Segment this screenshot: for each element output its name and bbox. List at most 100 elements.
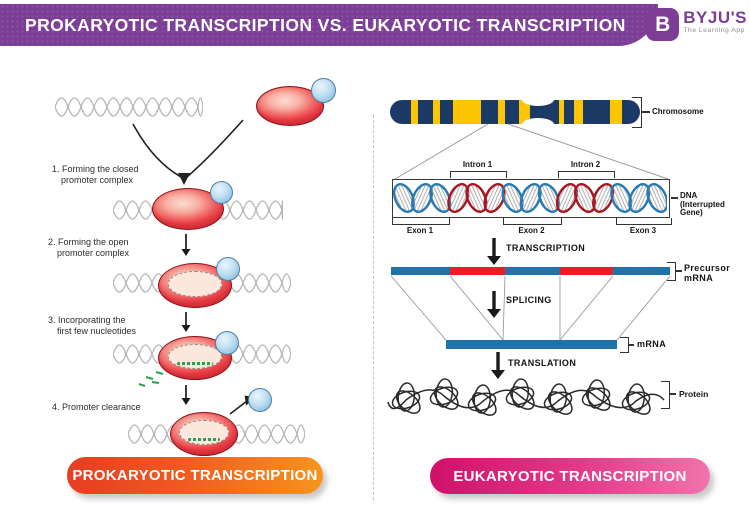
protein-tick xyxy=(669,393,676,395)
precursor-intron-segment xyxy=(560,267,613,275)
chromosome-label: Chromosome xyxy=(652,107,704,116)
chromosome-band xyxy=(518,100,531,124)
mrna-label: mRNA xyxy=(637,339,667,349)
step-3-label: 3. Incorporating the first few nucleotid… xyxy=(48,315,136,336)
step-1-label: 1. Forming the closed promoter complex xyxy=(52,164,139,185)
step-3-line1: 3. Incorporating the xyxy=(48,315,126,325)
splicing-arrow xyxy=(486,291,502,323)
dna-label: DNA (Interrupted Gene) xyxy=(680,191,725,218)
prokaryotic-banner: PROKARYOTIC TRANSCRIPTION xyxy=(67,457,323,494)
dna-tick xyxy=(671,197,678,199)
chromosome-band xyxy=(564,100,574,124)
mrna-bar xyxy=(446,340,617,349)
dna-double-helix xyxy=(392,180,669,221)
chromosome-band xyxy=(440,100,453,124)
byjus-logo-tagline: The Learning App xyxy=(683,27,745,34)
sigma-factor-step1 xyxy=(210,181,233,204)
nascent-rna-dots xyxy=(177,362,213,365)
chromosome-band xyxy=(417,100,434,124)
byjus-logo-name: BYJU'S xyxy=(683,8,747,27)
exon3-bracket xyxy=(616,218,672,225)
chromosome-band xyxy=(505,100,519,124)
step-1-line1: 1. Forming the closed xyxy=(52,164,139,174)
chromosome-band xyxy=(497,100,506,124)
step-2-line2: promoter complex xyxy=(57,247,130,258)
chromosome-tick xyxy=(641,111,650,113)
closed-complex-polymerase xyxy=(152,188,224,230)
mrna-tick xyxy=(628,344,634,346)
panel-divider xyxy=(373,115,374,500)
precursor-exon-segment xyxy=(391,267,450,275)
byjus-logo-text: BYJU'S The Learning App xyxy=(683,8,747,34)
protein-label: Protein xyxy=(679,389,709,399)
open-complex-polymerase xyxy=(158,263,232,308)
dna-helix-free xyxy=(54,96,204,123)
transcription-arrow xyxy=(486,238,502,270)
exon1-bracket xyxy=(392,218,450,225)
precursor-tick xyxy=(675,270,682,272)
chromosome-band xyxy=(452,100,482,124)
exon2-bracket xyxy=(503,218,562,225)
step-2-line1: 2. Forming the open xyxy=(48,237,129,247)
protein-bracket xyxy=(661,381,670,409)
sigma-factor-step3 xyxy=(215,331,239,355)
step-3-line2: first few nucleotides xyxy=(57,325,137,336)
chromosome-band xyxy=(583,100,611,124)
centromere-pinch-bottom xyxy=(522,118,554,124)
precursor-exon-segment xyxy=(505,267,560,275)
intron2-bracket xyxy=(558,171,615,178)
chromosome-band xyxy=(621,100,640,124)
eukaryotic-banner: EUKARYOTIC TRANSCRIPTION xyxy=(430,458,710,494)
exon1-label: Exon 1 xyxy=(406,226,434,235)
down-arrow-step4 xyxy=(180,385,192,410)
step-4-label: 4. Promoter clearance xyxy=(52,402,141,413)
transcription-bubble-step3 xyxy=(167,344,223,369)
clearing-polymerase xyxy=(170,412,238,456)
intron1-bracket xyxy=(450,171,507,178)
centromere-pinch-top xyxy=(522,100,554,106)
chromosome-zoom-lines xyxy=(394,123,669,180)
dna-label-line2: (Interrupted xyxy=(680,199,725,209)
precursor-intron-segment xyxy=(450,267,505,275)
free-nucleotides-icon xyxy=(138,371,164,387)
chromosome-bracket xyxy=(632,97,642,128)
converging-arrows xyxy=(132,119,244,185)
chromosome xyxy=(390,100,640,124)
exon3-label: Exon 3 xyxy=(629,226,657,235)
dna-gene-box xyxy=(392,179,670,218)
splice-mapping-lines xyxy=(390,276,671,340)
transcription-label: TRANSCRIPTION xyxy=(506,243,586,253)
header-banner: PROKARYOTIC TRANSCRIPTION VS. EUKARYOTIC… xyxy=(0,4,658,46)
precursor-label-line1: Precursor xyxy=(684,263,731,273)
intron2-label: Intron 2 xyxy=(570,160,601,169)
transcription-bubble-step4 xyxy=(178,420,230,445)
precursor-mrna-label: Precursor mRNA xyxy=(684,263,731,283)
chromosome-band xyxy=(433,100,441,124)
step-4-line1: 4. Promoter clearance xyxy=(52,402,141,412)
dna-label-line1: DNA xyxy=(680,191,698,200)
step-2-label: 2. Forming the open promoter complex xyxy=(48,237,129,258)
precursor-mrna-bar xyxy=(391,267,670,275)
splicing-label: SPLICING xyxy=(506,295,552,305)
exon2-label: Exon 2 xyxy=(518,226,545,235)
transcription-bubble xyxy=(167,271,223,297)
precursor-bracket xyxy=(667,262,676,281)
intron1-label: Intron 1 xyxy=(462,160,493,169)
chromosome-band xyxy=(390,100,412,124)
chromosome-band xyxy=(610,100,622,124)
dna-label-line3: Gene) xyxy=(680,208,703,217)
precursor-label-line2: mRNA xyxy=(684,272,714,283)
translation-arrow xyxy=(490,352,506,384)
chromosome-band xyxy=(481,100,498,124)
chromosome-band xyxy=(573,100,584,124)
sigma-factor-step2 xyxy=(216,257,240,281)
page-title: PROKARYOTIC TRANSCRIPTION VS. EUKARYOTIC… xyxy=(25,14,626,35)
mrna-dots-step4 xyxy=(187,438,221,441)
protein-coil xyxy=(386,376,666,425)
sigma-factor xyxy=(311,78,336,103)
released-sigma-factor xyxy=(248,388,272,412)
translation-label: TRANSLATION xyxy=(508,358,577,368)
down-arrow-step2 xyxy=(180,234,192,261)
step-1-line2: promoter complex xyxy=(61,174,134,185)
